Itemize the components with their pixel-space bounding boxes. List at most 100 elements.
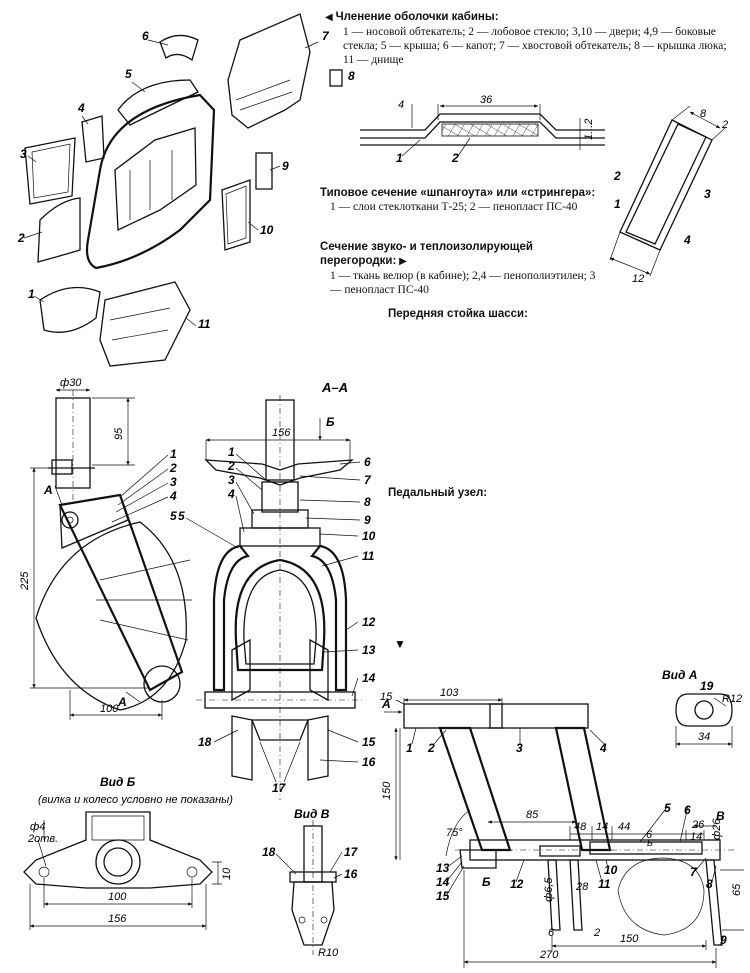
dimension-label: 34 (698, 731, 710, 743)
dimension-label: 26 (691, 819, 705, 831)
view-b-drawing: Вид Б (вилка и колесо условно не показан… (23, 775, 233, 930)
dimension-label: 95 (113, 427, 125, 440)
cabin-caption: ◀ Членение оболочки кабины: 1 — носовой … (325, 10, 740, 67)
part-callout: 19 (700, 679, 714, 693)
floor-part (99, 281, 191, 367)
part-callout: 2 (427, 741, 435, 755)
roof-part (117, 79, 199, 126)
dimension-label: 150 (620, 933, 639, 945)
view-a-drawing: Вид А 34 R12 19 (662, 668, 742, 748)
part-callout: Б (482, 875, 491, 889)
dimension-label: 103 (440, 687, 459, 699)
windscreen-part (37, 197, 81, 263)
dimension-label: 2отв. (27, 833, 58, 845)
part-callout: 3 (170, 475, 177, 489)
part-callout: 13 (362, 643, 376, 657)
part-callout: 2 (227, 459, 235, 473)
part-callout: 4 (227, 487, 235, 501)
part-callout: 10 (604, 863, 618, 877)
part-callout: 3 (704, 187, 711, 201)
dimension-label: 28 (575, 881, 589, 893)
part-callout: 12 (362, 615, 376, 629)
dimension-label: R10 (318, 947, 339, 959)
part-callout: 6 (142, 29, 149, 43)
part-callout: А (43, 483, 53, 497)
part-callout: 13 (436, 861, 450, 875)
part-callout: 8 (364, 495, 371, 509)
frame-section-drawing: 36 4 1...2 1 2 (360, 94, 605, 165)
frame-caption-title: Типовое сечение «шпангоута» или «стринге… (320, 187, 596, 199)
dimension-label: 100 (108, 891, 127, 903)
part-callout: 10 (260, 223, 274, 237)
right-arrow-icon: ▶ (399, 256, 407, 267)
front-strut-heading: Передняя стойка шасси: (388, 308, 528, 320)
dimension-label: 4 (398, 99, 404, 111)
dimension-label: 2 (721, 119, 728, 131)
side-glass-part (81, 115, 105, 163)
part-callout: 9 (364, 513, 371, 527)
part-callout: Вид А (662, 668, 697, 682)
hatch-cover-part (329, 69, 343, 87)
dimension-label: 36 (480, 94, 493, 106)
pedal-unit-drawing: ▼ 103 15 А (380, 637, 744, 968)
dimension-label: ф6,5 (543, 877, 555, 902)
part-callout: Вид В (294, 807, 330, 821)
part-callout: 7 (364, 473, 372, 487)
part-callout: 5 (664, 801, 671, 815)
part-callout: 3 (228, 473, 235, 487)
part-callout: А (117, 695, 127, 709)
part-callout: 14 (436, 875, 450, 889)
dimension-label: 75° (446, 827, 463, 839)
part-callout: 2 (451, 151, 459, 165)
section-aa-right-labels: 6 7 8 9 10 11 12 13 14 15 16 (299, 455, 376, 769)
cabin-caption-body: 1 — носовой обтекатель; 2 — лобовое стек… (343, 26, 727, 66)
dimension-label: 10 (221, 867, 233, 880)
dimension-label: Б (647, 838, 653, 848)
insulation-caption: Сечение звуко- и теплоизолирующей перего… (320, 240, 600, 297)
part-callout: 1 (28, 287, 35, 301)
hood-part (159, 34, 199, 62)
left-arrow-icon: ◀ (325, 12, 333, 23)
insulation-caption-body: 1 — ткань велюр (в кабине); 2,4 — пенопо… (330, 270, 596, 296)
pedal-heading: Педальный узел: (388, 487, 488, 499)
dimension-label: R12 (722, 693, 742, 705)
dimension-label: (вилка и колесо условно не показаны) (38, 794, 233, 806)
dimension-label: ф4 (30, 821, 45, 833)
dimension-label: 150 (381, 781, 393, 800)
part-callout: 7 (690, 865, 698, 879)
dimension-label: 2 (593, 927, 600, 939)
part-callout: 18 (262, 845, 276, 859)
part-callout: 4 (599, 741, 607, 755)
dimension-label: 14 (596, 821, 608, 833)
part-callout: 2 (169, 461, 177, 475)
part-callout: В (716, 809, 725, 823)
part-callout: Вид Б (100, 775, 136, 789)
dimension-label: 1...2 (583, 119, 595, 140)
part-callout: 15 (362, 735, 376, 749)
view-v-drawing: Вид В R10 18 17 16 (262, 807, 359, 959)
dimension-label: 156 (108, 913, 127, 925)
door-left-part (24, 137, 76, 205)
frame-caption: Типовое сечение «шпангоута» или «стринге… (320, 186, 610, 214)
dimension-label: 156 (272, 427, 291, 439)
part-callout: 17 (272, 781, 287, 795)
part-callout: 10 (362, 529, 376, 543)
part-callout: А (381, 697, 391, 711)
dimension-label: 65 (731, 883, 743, 896)
dimension-label: 15 (380, 691, 393, 703)
part-callout: 3 (516, 741, 523, 755)
part-callout: А–А (321, 380, 348, 395)
dimension-label: 6 (646, 829, 653, 841)
part-callout: 1 (406, 741, 413, 755)
cabin-caption-title: Членение оболочки кабины: (335, 11, 499, 23)
section-aa-drawing: А–А 156 Б 6 (178, 380, 376, 800)
part-callout: 11 (598, 877, 611, 891)
dimension-label: 12 (632, 273, 644, 285)
part-callout: 6 (364, 455, 371, 469)
part-callout: 9 (282, 159, 289, 173)
part-callout: 1 (228, 445, 235, 459)
dimension-label: 8 (700, 108, 707, 120)
dimension-label: 6 (548, 927, 555, 939)
